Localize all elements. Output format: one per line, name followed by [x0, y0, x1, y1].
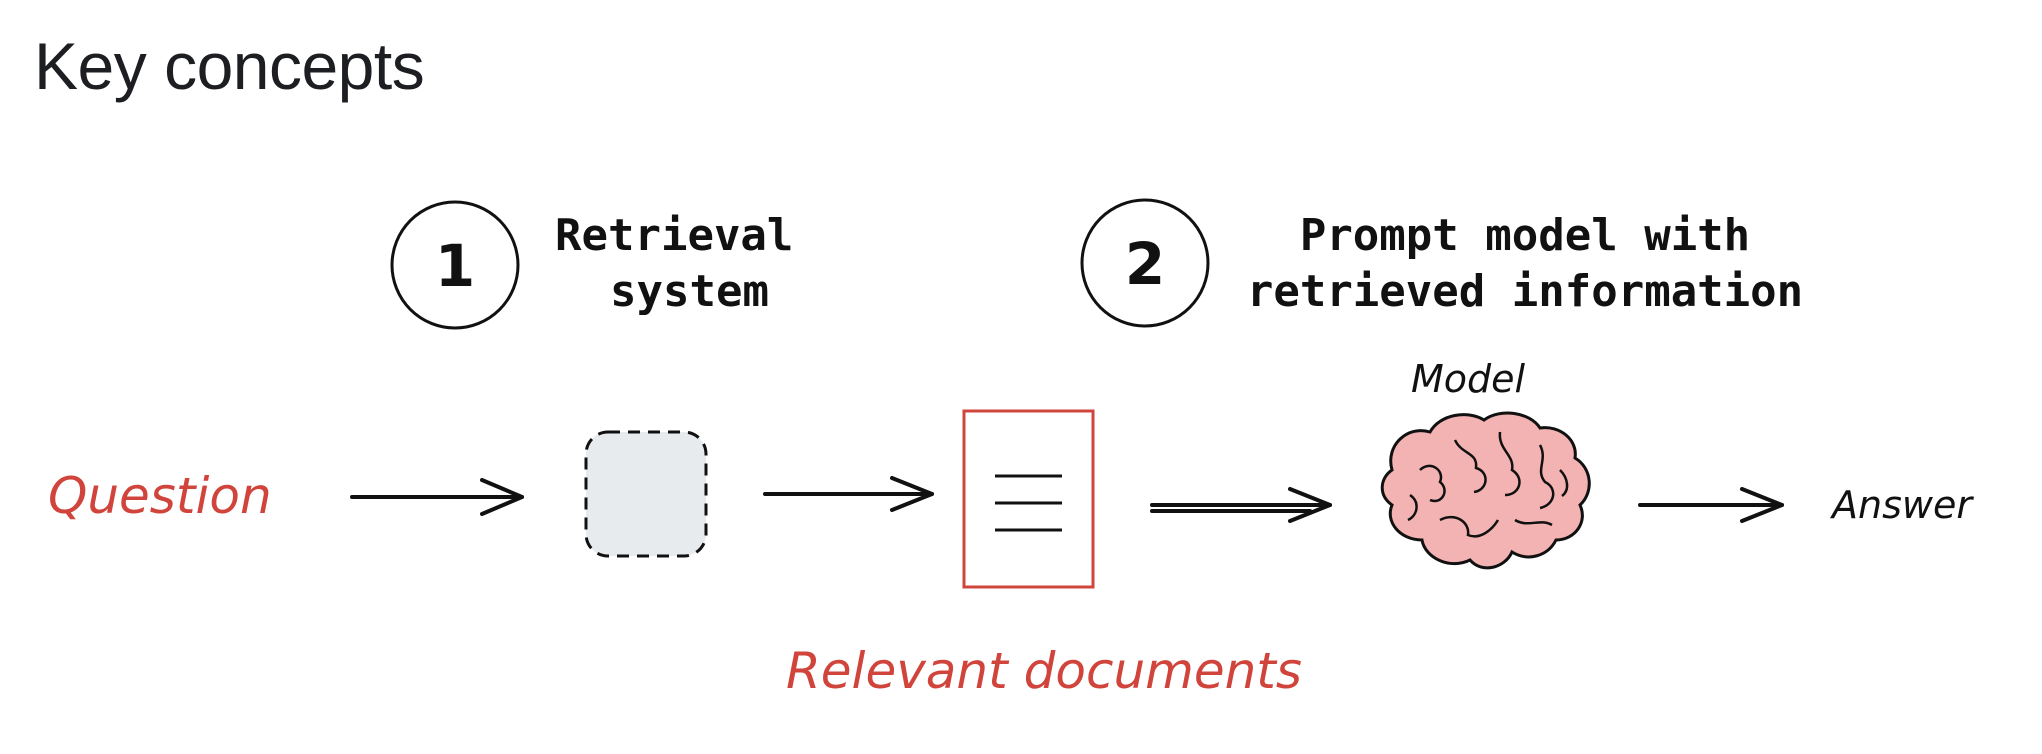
- step-2-circle: [1080, 198, 1210, 328]
- step-1-label-line1: Retrieval: [555, 210, 793, 261]
- step-1: 1 Retrieval system: [390, 200, 793, 330]
- brain-icon: [1380, 411, 1591, 570]
- step-2-label-line2: retrieved information: [1247, 266, 1803, 317]
- documents-label: Relevant documents: [786, 642, 1302, 700]
- step-2-label-line1: Prompt model with: [1300, 210, 1750, 261]
- page-title: Key concepts: [34, 29, 425, 103]
- question-label: Question: [48, 467, 272, 525]
- step-1-circle: [390, 200, 520, 330]
- answer-label: Answer: [1829, 483, 1974, 527]
- step-2: 2 Prompt model with retrieved informatio…: [1080, 198, 1803, 328]
- step-1-number: 1: [435, 232, 475, 300]
- step-2-number: 2: [1125, 230, 1165, 298]
- step-1-label-line2: system: [610, 266, 769, 317]
- arrow-question-to-retrieval: [350, 478, 524, 516]
- arrow-retrieval-to-documents: [763, 476, 934, 512]
- document-icon: [962, 409, 1095, 589]
- model-label: Model: [1411, 357, 1526, 401]
- arrow-model-to-answer: [1638, 487, 1784, 523]
- arrow-documents-to-model: [1150, 487, 1332, 523]
- retrieval-box-icon: [584, 430, 708, 558]
